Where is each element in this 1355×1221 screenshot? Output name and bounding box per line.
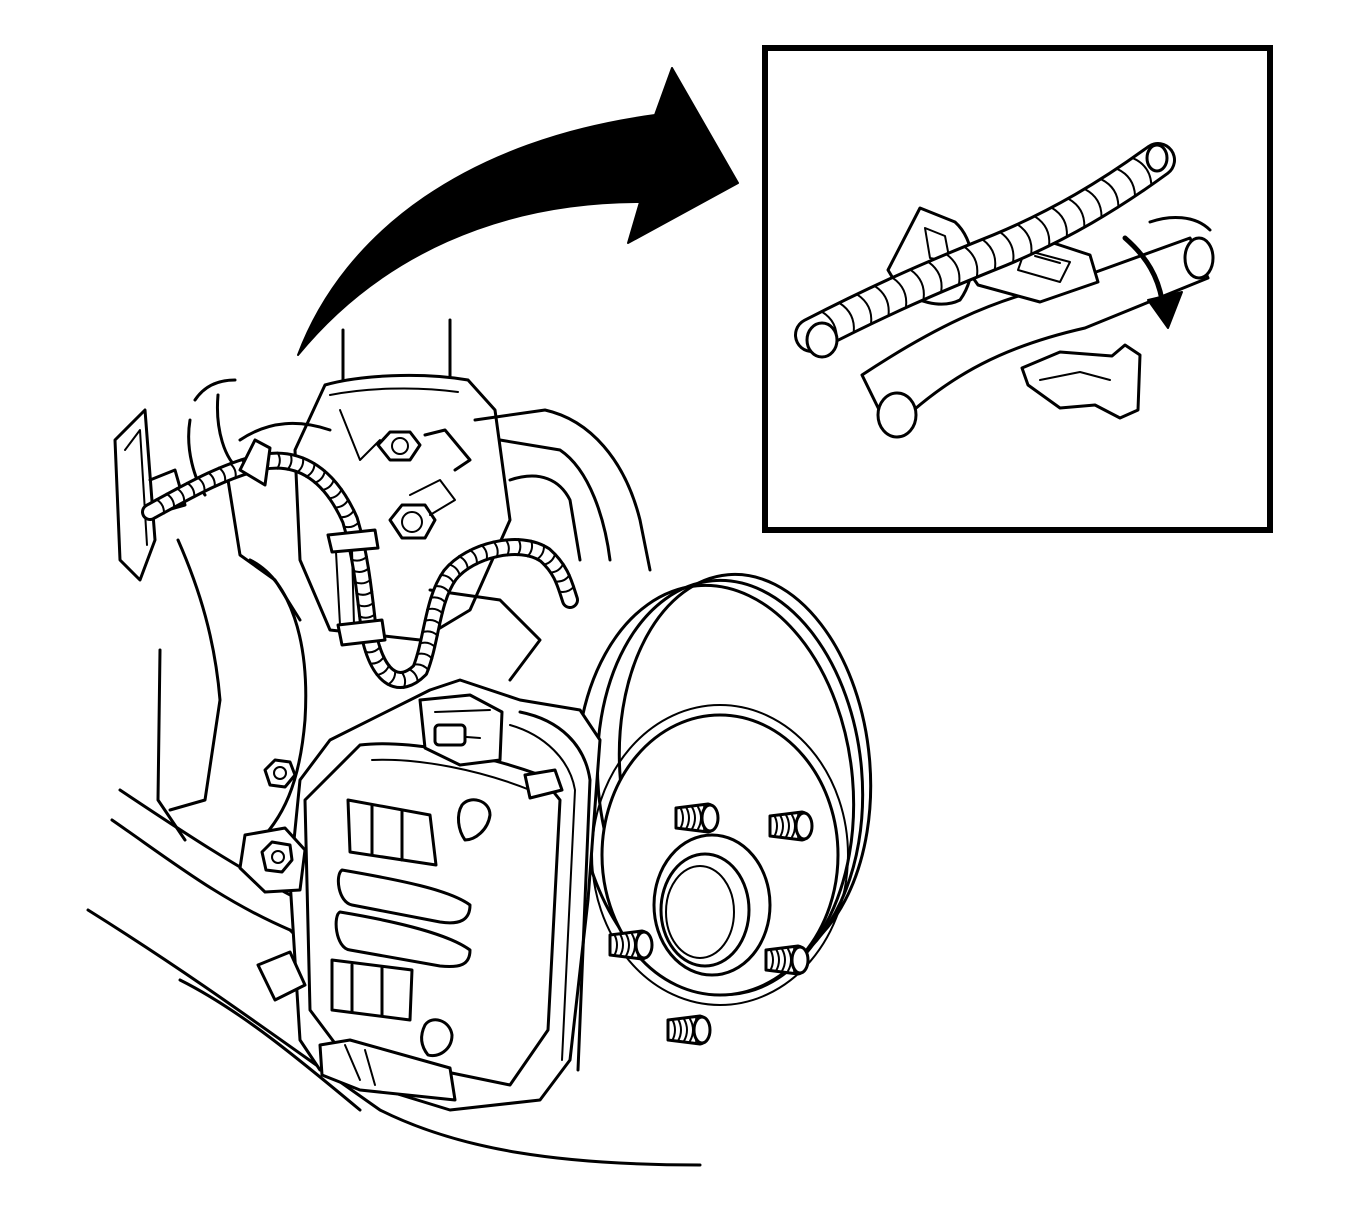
caliper-window-lower xyxy=(330,958,414,1022)
harness-rib xyxy=(305,462,316,478)
harness-rib xyxy=(1132,157,1153,186)
harness-rib xyxy=(286,452,293,471)
harness-rib xyxy=(516,538,522,557)
harness-rib xyxy=(480,544,488,562)
harness-rib xyxy=(945,253,961,286)
caliper-slot-lower xyxy=(334,910,472,969)
harness-rib xyxy=(426,607,444,615)
inset-sensor-harness xyxy=(794,142,1176,359)
inset-bracket-arm xyxy=(860,216,1215,439)
harness-rib xyxy=(423,619,442,626)
harness-rib xyxy=(557,585,576,593)
harness-rib xyxy=(856,293,873,325)
harness-rib xyxy=(1050,206,1068,238)
harness-rib xyxy=(439,574,456,585)
harness-rib xyxy=(400,670,407,689)
harness-rib xyxy=(333,498,350,509)
harness-rib xyxy=(296,456,305,474)
wheel-stud xyxy=(674,802,720,834)
harness-rib xyxy=(407,668,419,684)
harness-rib xyxy=(873,285,890,317)
harness-rib xyxy=(447,563,461,577)
wheel-speed-sensor-harness xyxy=(141,438,579,689)
harness-rib xyxy=(526,539,534,558)
harness-rib xyxy=(554,573,571,583)
harness-rib xyxy=(415,652,434,660)
harness-rib xyxy=(838,302,855,333)
inset-removal-arrow xyxy=(1122,235,1183,329)
wheel-hub xyxy=(652,833,772,977)
strut-bolt-lower xyxy=(388,479,456,540)
harness-rib xyxy=(386,669,397,686)
harness-rib xyxy=(352,567,370,573)
inset-detail-view xyxy=(762,45,1273,533)
harness-rib xyxy=(909,268,925,301)
harness-rib xyxy=(468,548,478,566)
harness-rib xyxy=(196,476,206,493)
harness-rib xyxy=(1084,188,1103,218)
harness-rib xyxy=(368,655,386,665)
harness-rib xyxy=(321,478,335,492)
harness-rib xyxy=(421,630,439,637)
harness-rib xyxy=(364,645,382,654)
harness-rib xyxy=(1016,223,1033,255)
harness-rib xyxy=(535,544,545,561)
harness-rib xyxy=(1116,167,1137,197)
harness-clip-upper xyxy=(238,438,272,487)
harness-rib xyxy=(504,538,510,557)
harness-rib xyxy=(433,585,451,594)
harness-clip-lower xyxy=(336,618,387,647)
harness-rib xyxy=(1034,215,1051,247)
harness-rib xyxy=(355,590,374,596)
harness-rib xyxy=(927,261,943,293)
harness-rib xyxy=(981,238,997,271)
harness-rib xyxy=(891,276,908,309)
wheel-studs xyxy=(608,802,814,1046)
harness-rib xyxy=(356,601,375,608)
strut-bolt-upper xyxy=(376,430,422,462)
harness-rib xyxy=(1067,197,1086,228)
harness-rib xyxy=(155,498,165,515)
brake-caliper xyxy=(238,678,602,1112)
wheel-stud xyxy=(768,810,814,842)
harness-rib xyxy=(375,663,391,676)
harness-rib xyxy=(429,596,447,604)
harness-rib xyxy=(1100,178,1120,208)
wheel-stud xyxy=(666,1014,712,1046)
brake-rotor xyxy=(574,572,873,1046)
harness-rib xyxy=(228,462,237,480)
harness-clip-middle xyxy=(326,528,380,554)
harness-rib xyxy=(175,487,186,504)
callout-curved-arrow xyxy=(297,67,739,356)
harness-rib xyxy=(313,469,326,484)
harness-rib xyxy=(327,488,343,500)
caliper-slot-middle xyxy=(336,868,472,925)
harness-rib xyxy=(276,451,281,470)
harness-rib xyxy=(492,540,499,559)
harness-rib xyxy=(353,578,372,585)
harness-rib xyxy=(217,466,227,484)
wheel-stud xyxy=(764,944,810,976)
wheel-stud xyxy=(608,929,654,961)
harness-rib xyxy=(418,641,437,649)
harness-rib xyxy=(185,481,196,499)
harness-rib xyxy=(206,471,216,489)
harness-rib xyxy=(338,509,356,519)
harness-rib xyxy=(342,521,360,529)
inset-clip-detached xyxy=(1020,343,1142,420)
harness-rib xyxy=(963,246,979,278)
harness-rib xyxy=(412,663,430,672)
harness-rib xyxy=(542,552,557,566)
knuckle-bolt xyxy=(263,758,297,789)
harness-rib xyxy=(165,492,176,509)
harness-rib xyxy=(457,555,469,571)
harness-rib xyxy=(999,231,1015,263)
harness-rib xyxy=(358,613,377,619)
harness-rib xyxy=(549,562,565,574)
